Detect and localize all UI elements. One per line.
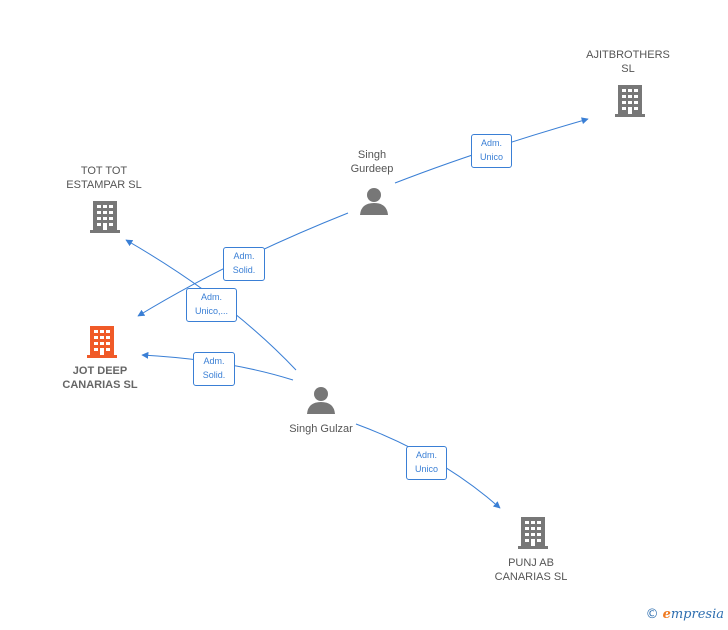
- empresia-logo: ©empresia: [646, 607, 724, 622]
- company-label-jot-deep-canarias[interactable]: JOT DEEP CANARIAS SL: [62, 365, 138, 391]
- person-label-singh-gurdeep[interactable]: Singh Gurdeep: [350, 149, 394, 175]
- person-icon[interactable]: [359, 186, 389, 216]
- edge-label-adm-solid[interactable]: Adm. Solid.: [223, 247, 265, 281]
- person-label-singh-gulzar[interactable]: Singh Gulzar: [289, 423, 353, 435]
- company-label-punj-ab-canarias[interactable]: PUNJ AB CANARIAS SL: [494, 557, 568, 583]
- edge-label-adm-unico[interactable]: Adm. Unico: [406, 446, 447, 480]
- building-icon[interactable]: [517, 516, 549, 550]
- company-label-ajitbrothers[interactable]: AJITBROTHERS SL: [586, 49, 670, 75]
- edge-label-adm-unico[interactable]: Adm. Unico: [471, 134, 512, 168]
- edge-label-adm-unico-more[interactable]: Adm. Unico,...: [186, 288, 237, 322]
- building-icon[interactable]: [89, 200, 121, 234]
- copyright-symbol: ©: [645, 607, 659, 622]
- person-icon[interactable]: [306, 385, 336, 415]
- edge-label-adm-solid[interactable]: Adm. Solid.: [193, 352, 235, 386]
- brand-initial: e: [662, 607, 671, 622]
- building-icon-highlighted[interactable]: [86, 325, 118, 359]
- brand-name: mpresia: [670, 607, 724, 622]
- building-icon[interactable]: [614, 84, 646, 118]
- company-label-tot-tot-estampar[interactable]: TOT TOT ESTAMPAR SL: [66, 165, 142, 191]
